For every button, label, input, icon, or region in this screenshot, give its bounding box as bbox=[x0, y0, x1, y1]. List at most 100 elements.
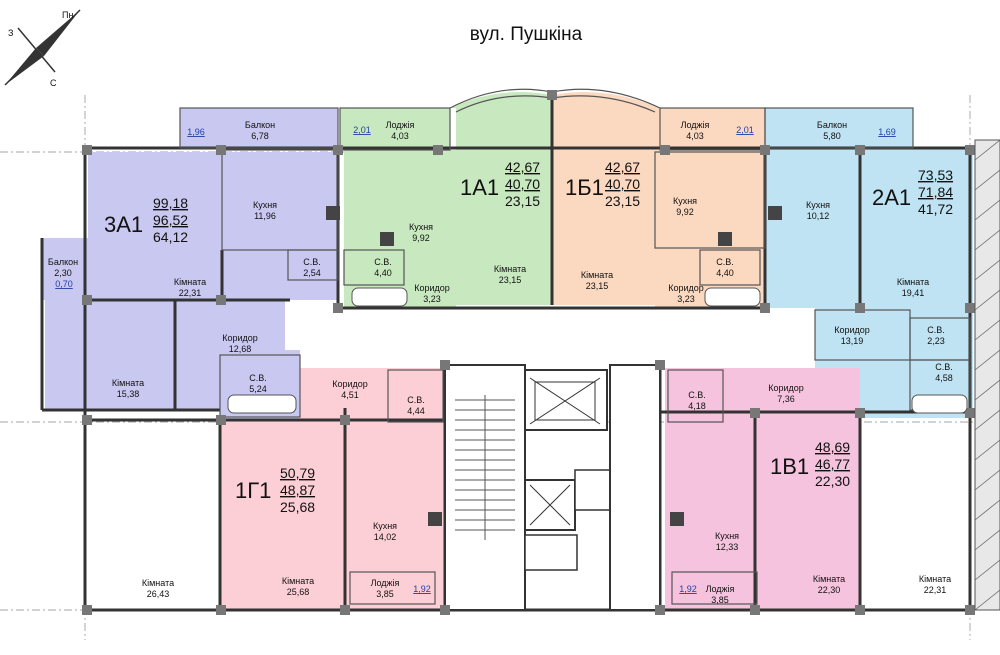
blue-value: 1,69 bbox=[878, 127, 896, 137]
svg-text:С.В.: С.В. bbox=[374, 257, 392, 267]
blue-value: 1,92 bbox=[413, 584, 431, 594]
apartment-2a1-fill bbox=[765, 108, 973, 418]
svg-text:Балкон: Балкон bbox=[245, 120, 275, 130]
blue-value: 0,70 bbox=[55, 279, 73, 289]
room-label: С.В.5,24 bbox=[249, 373, 267, 394]
svg-text:23,15: 23,15 bbox=[499, 275, 522, 285]
living-total: 46,77 bbox=[815, 456, 850, 472]
svg-text:4,51: 4,51 bbox=[341, 390, 359, 400]
svg-text:Лоджія: Лоджія bbox=[371, 578, 400, 588]
svg-text:5,24: 5,24 bbox=[249, 384, 267, 394]
svg-text:Балкон: Балкон bbox=[817, 120, 847, 130]
svg-text:15,38: 15,38 bbox=[117, 389, 140, 399]
svg-text:Коридор: Коридор bbox=[222, 333, 258, 343]
svg-text:6,78: 6,78 bbox=[251, 131, 269, 141]
living-total: 71,84 bbox=[918, 184, 953, 200]
blue-value: 2,01 bbox=[736, 125, 754, 135]
apartment-1v1-label: 1В1 48,69 46,77 22,30 bbox=[770, 439, 850, 489]
living-area: 41,72 bbox=[918, 201, 953, 217]
room-label: С.В.4,40 bbox=[374, 257, 392, 278]
svg-text:3,23: 3,23 bbox=[677, 294, 695, 304]
svg-text:11,96: 11,96 bbox=[254, 211, 276, 221]
svg-text:10,12: 10,12 bbox=[807, 211, 830, 221]
svg-text:12,68: 12,68 bbox=[229, 344, 252, 354]
svg-text:22,31: 22,31 bbox=[924, 585, 947, 595]
svg-text:2,23: 2,23 bbox=[927, 336, 945, 346]
apartment-1g1-fill bbox=[220, 368, 445, 610]
room-label: С.В.4,58 bbox=[935, 362, 953, 383]
svg-text:С.В.: С.В. bbox=[935, 362, 953, 372]
apartment-1g1-label: 1Г1 50,79 48,87 25,68 bbox=[235, 465, 315, 515]
svg-text:Лоджія: Лоджія bbox=[386, 120, 415, 130]
living-area: 64,12 bbox=[153, 229, 188, 245]
total-area: 73,53 bbox=[918, 167, 953, 183]
living-area: 25,68 bbox=[280, 499, 315, 515]
room-label: С.В.4,18 bbox=[688, 390, 706, 411]
compass-west-label: З bbox=[8, 28, 13, 38]
svg-text:Кухня: Кухня bbox=[673, 196, 697, 206]
svg-text:12,33: 12,33 bbox=[716, 542, 739, 552]
total-area: 42,67 bbox=[505, 159, 540, 175]
blue-value: 1,96 bbox=[187, 127, 205, 137]
svg-text:7,36: 7,36 bbox=[777, 394, 795, 404]
apartment-id: 3А1 bbox=[104, 212, 143, 237]
svg-text:Балкон: Балкон bbox=[48, 257, 78, 267]
exterior-wall-hatch bbox=[974, 139, 1000, 611]
svg-text:Лоджія: Лоджія bbox=[706, 584, 735, 594]
svg-text:4,03: 4,03 bbox=[391, 131, 409, 141]
apartment-1b1-fill bbox=[552, 91, 765, 308]
apartment-2a1-label: 2А1 73,53 71,84 41,72 bbox=[872, 167, 953, 217]
svg-text:Кухня: Кухня bbox=[715, 531, 739, 541]
room-label: С.В.2,23 bbox=[927, 325, 945, 346]
room-label: С.В.4,40 bbox=[716, 257, 734, 278]
living-total: 40,70 bbox=[505, 176, 540, 192]
columns bbox=[82, 90, 975, 615]
total-area: 99,18 bbox=[153, 195, 188, 211]
svg-text:4,40: 4,40 bbox=[374, 268, 392, 278]
svg-text:Кімната: Кімната bbox=[897, 277, 929, 287]
living-area: 23,15 bbox=[605, 193, 640, 209]
svg-text:2,54: 2,54 bbox=[303, 268, 321, 278]
svg-text:3,85: 3,85 bbox=[711, 595, 729, 605]
svg-text:9,92: 9,92 bbox=[412, 233, 430, 243]
svg-text:С.В.: С.В. bbox=[407, 395, 425, 405]
svg-text:23,15: 23,15 bbox=[586, 281, 609, 291]
blue-value: 1,92 bbox=[679, 584, 697, 594]
svg-text:Кухня: Кухня bbox=[373, 521, 397, 531]
svg-text:Коридор: Коридор bbox=[668, 283, 704, 293]
total-area: 50,79 bbox=[280, 465, 315, 481]
svg-text:Кімната: Кімната bbox=[494, 264, 526, 274]
svg-text:4,40: 4,40 bbox=[716, 268, 734, 278]
svg-text:С.В.: С.В. bbox=[688, 390, 706, 400]
svg-text:4,44: 4,44 bbox=[407, 406, 425, 416]
svg-text:22,31: 22,31 bbox=[179, 288, 202, 298]
apartment-1v1-fill bbox=[665, 368, 860, 610]
room-label: С.В.2,54 bbox=[303, 257, 321, 278]
svg-text:4,03: 4,03 bbox=[686, 131, 704, 141]
svg-text:С.В.: С.В. bbox=[716, 257, 734, 267]
blue-values: 1,96 2,01 2,01 1,69 0,70 1,92 1,92 bbox=[55, 125, 896, 594]
apartment-id: 2А1 bbox=[872, 185, 911, 210]
bathtubs bbox=[227, 287, 968, 414]
apartment-1b1-label: 1Б1 42,67 40,70 23,15 bbox=[565, 159, 640, 209]
svg-text:Кухня: Кухня bbox=[806, 200, 830, 210]
room-label: С.В.4,44 bbox=[407, 395, 425, 416]
svg-text:14,02: 14,02 bbox=[374, 532, 397, 542]
